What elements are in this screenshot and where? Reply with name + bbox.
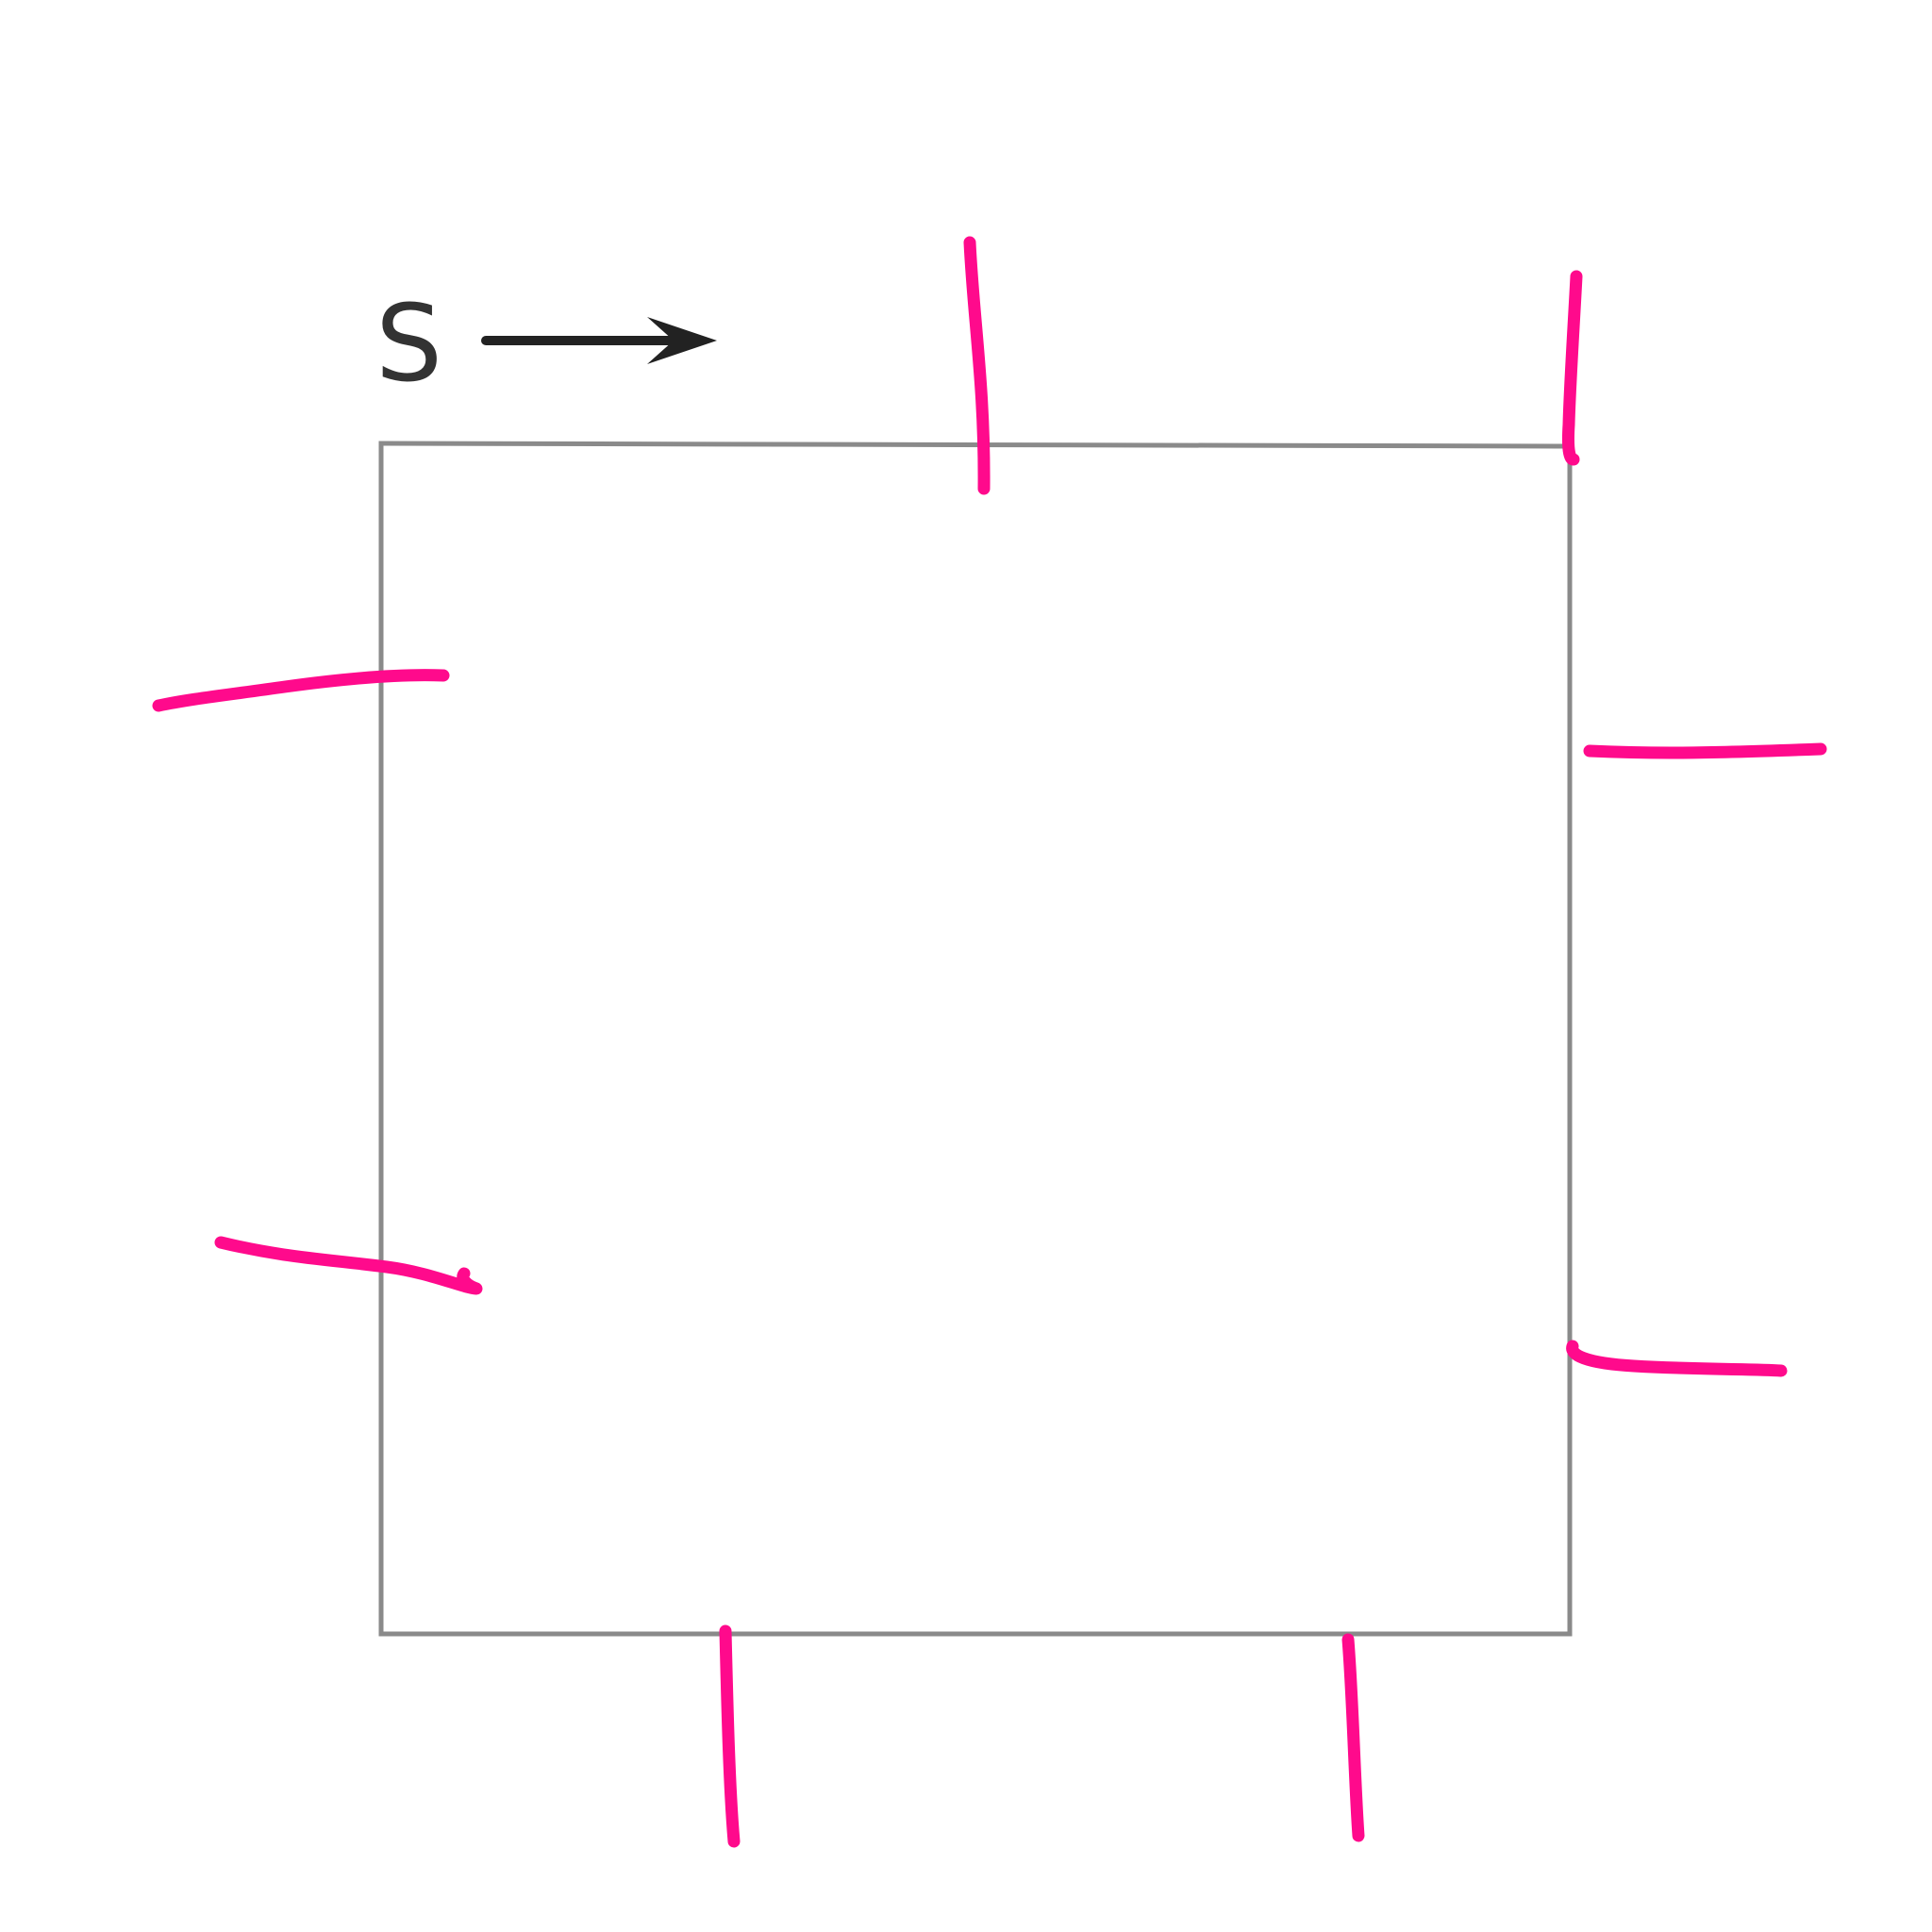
bottom-mark-right: [1341, 1633, 1365, 1842]
side-marks: [152, 236, 1827, 1848]
top-mark-left: [963, 236, 991, 495]
bottom-mark-left: [719, 1624, 741, 1848]
right-mark-lower: [1566, 1340, 1788, 1377]
right-arrow-icon: [481, 317, 717, 364]
top-mark-right: [1562, 270, 1583, 466]
start-label: S: [375, 283, 442, 406]
right-mark-upper: [1583, 742, 1827, 759]
left-mark-upper: [152, 669, 450, 712]
square-outline: [378, 441, 1573, 1637]
arrow-head: [647, 317, 717, 364]
square-top-edge: [378, 441, 1573, 449]
left-mark-lower: [214, 1236, 483, 1295]
